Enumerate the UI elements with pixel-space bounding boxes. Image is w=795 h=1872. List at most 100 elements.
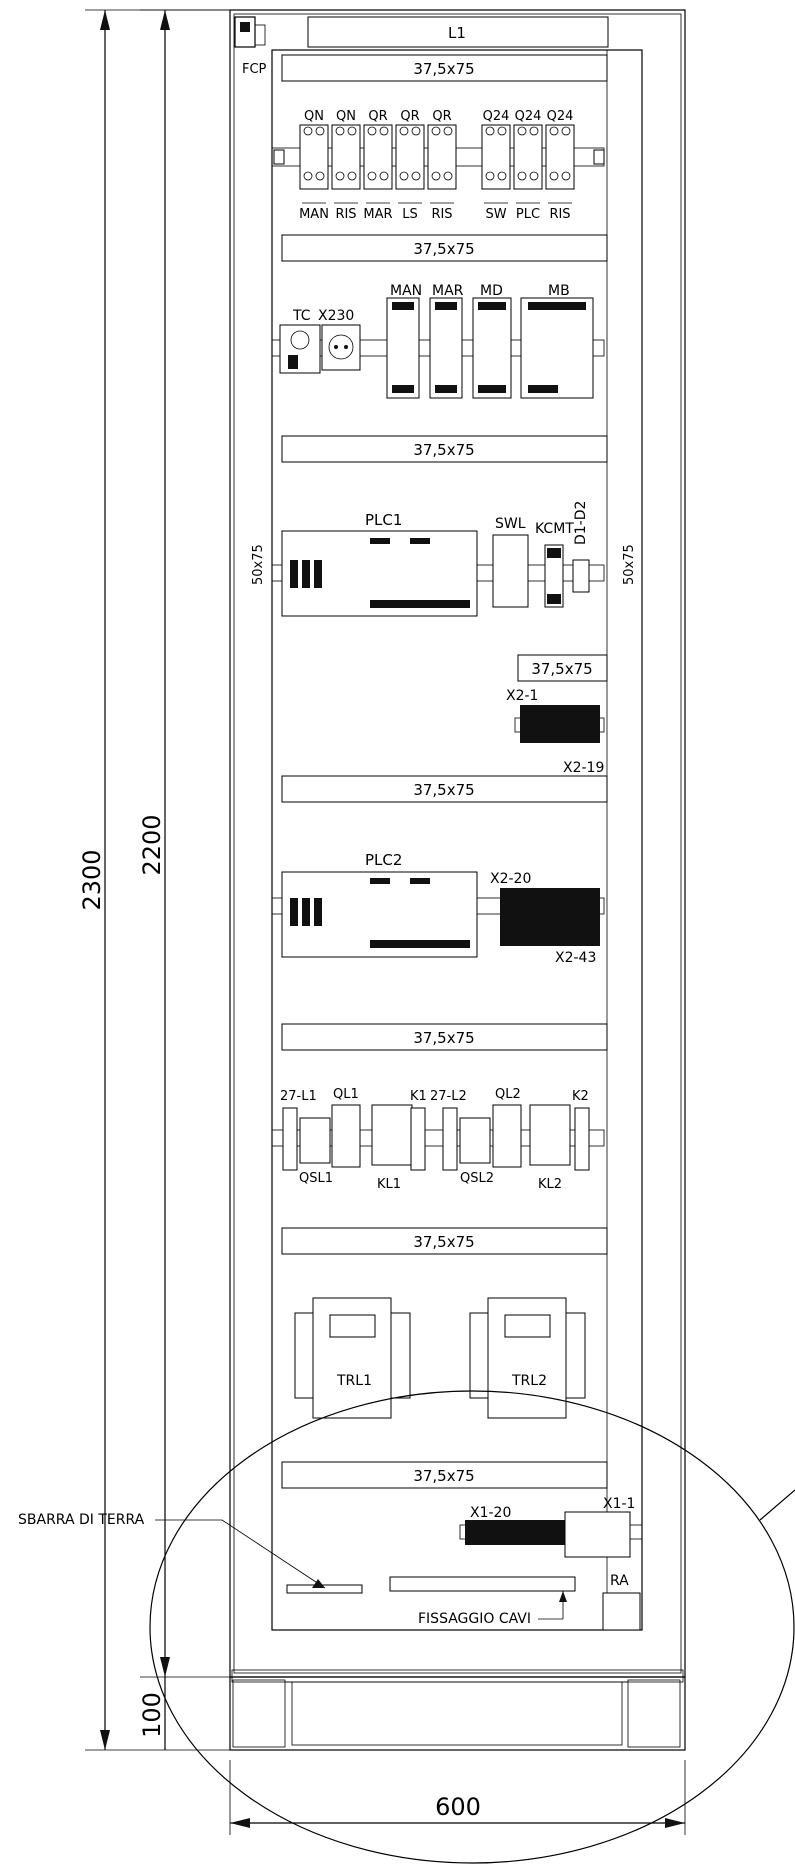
breaker-terminal (431, 171, 441, 181)
breaker-terminal (497, 126, 507, 136)
breaker-terminal (549, 126, 559, 136)
breaker-bottom-label: MAN (299, 207, 329, 222)
duct-label: 37,5x75 (413, 1029, 474, 1047)
ql1-label: QL1 (333, 1087, 359, 1102)
x2-20-label: X2-20 (490, 871, 531, 887)
breaker-terminal (485, 126, 495, 136)
breaker-module (331, 124, 361, 190)
row7-transformers: TRL1 TRL2 (294, 1297, 586, 1419)
duct-row-2: 37,5x75 (281, 234, 608, 262)
duct-top-l1: L1 (307, 16, 609, 48)
row4-terminals: X2-1 X2-19 (506, 688, 605, 776)
breaker-terminal (411, 126, 421, 136)
dimension-2300-label: 2300 (78, 849, 106, 910)
mar-psu-label: MAR (432, 283, 464, 299)
qsl1-label: QSL1 (299, 1171, 333, 1186)
breaker-bottom-label: MAR (363, 207, 392, 222)
swl-switch (492, 534, 529, 608)
man-psu-label: MAN (390, 283, 422, 299)
breaker-terminal (561, 171, 571, 181)
breaker-module (299, 124, 329, 190)
breaker-bottom-label: RIS (335, 207, 356, 222)
breaker-top-label: Q24 (515, 109, 542, 124)
breaker-bottom-label: LS (402, 207, 418, 222)
mb-psu (520, 297, 594, 399)
breaker-bottom-label: RIS (431, 207, 452, 222)
row8-devices: X1-20 X1-1 RA (286, 1496, 643, 1631)
x1-terminal-block (465, 1520, 565, 1545)
breaker-top-label: QN (336, 109, 356, 124)
breaker-terminal (367, 171, 377, 181)
dimension-600: 600 (229, 1760, 686, 1835)
x2-terminal-block-2 (500, 888, 600, 946)
breaker-terminal (399, 171, 409, 181)
x1-20-label: X1-20 (470, 1505, 511, 1521)
breaker-terminal (335, 171, 345, 181)
breaker-terminal (315, 171, 325, 181)
duct-row-8: 37,5x75 (281, 1461, 608, 1489)
earth-bar (286, 1584, 363, 1594)
breaker-terminal (411, 171, 421, 181)
k1-label: K1 (410, 1089, 427, 1104)
row2-devices: TC X230 MAN MAR MD MB (271, 283, 605, 399)
d1d2-diodes (572, 559, 590, 593)
breaker-module (395, 124, 425, 190)
breaker-bottom-label: RIS (549, 207, 570, 222)
breaker-terminal (443, 171, 453, 181)
row6-devices: 27-L1 QL1 K1 QSL1 KL1 27-L2 QL2 K2 QSL2 … (271, 1087, 605, 1192)
breaker-terminal (497, 171, 507, 181)
duct-label: 37,5x75 (413, 441, 474, 459)
x230-label: X230 (318, 308, 354, 324)
dimension-600-label: 600 (435, 1793, 481, 1821)
kl2-label: KL2 (538, 1177, 562, 1192)
x1-1-label: X1-1 (603, 1496, 635, 1512)
d1d2-label: D1-D2 (573, 501, 589, 545)
breaker-terminal (529, 126, 539, 136)
breaker-terminal (399, 126, 409, 136)
breaker-module (363, 124, 393, 190)
breaker-terminal (431, 126, 441, 136)
27-l2-label: 27-L2 (430, 1089, 467, 1104)
kcmt-device (544, 544, 564, 608)
breaker-terminal (315, 126, 325, 136)
breaker-terminal (443, 126, 453, 136)
duct-label: 37,5x75 (413, 60, 474, 78)
duct-label: 37,5x75 (413, 1233, 474, 1251)
duct-label: 37,5x75 (413, 781, 474, 799)
x2-terminal-block (520, 705, 600, 743)
mar-psu (429, 297, 463, 399)
duct-row-6: 37,5x75 (281, 1023, 608, 1051)
k2-label: K2 (572, 1089, 589, 1104)
breaker-row: QNMANQNRISQRMARQRLSQRRISQ24SWQ24PLCQ24RI… (271, 109, 605, 222)
annotation-earth-bar: SBARRA DI TERRA (18, 1512, 326, 1589)
md-psu (472, 297, 512, 399)
breaker-terminal (561, 126, 571, 136)
breaker-bottom-label: PLC (516, 207, 540, 222)
x2-19-label: X2-19 (563, 760, 604, 776)
breaker-bottom-label: SW (485, 207, 506, 222)
md-psu-label: MD (480, 283, 503, 299)
duct-row-5: 37,5x75 (281, 775, 608, 803)
dimension-100: 100 (138, 1677, 166, 1750)
row5-devices: PLC2 X2-20 X2-43 (271, 851, 605, 966)
annotation-cable-fixing: FISSAGGIO CAVI (418, 1591, 567, 1627)
breaker-top-label: QR (368, 109, 387, 124)
dimension-2300: 2300 (78, 9, 230, 1751)
breaker-terminal (529, 171, 539, 181)
breaker-terminal (303, 126, 313, 136)
breaker-terminal (485, 171, 495, 181)
duct-row-3: 37,5x75 (281, 435, 608, 463)
x230-socket (321, 324, 361, 371)
ql2-label: QL2 (495, 1087, 521, 1102)
breaker-top-label: QR (400, 109, 419, 124)
27-l1-label: 27-L1 (280, 1089, 317, 1104)
breaker-top-label: QN (304, 109, 324, 124)
breaker-terminal (347, 126, 357, 136)
dimension-2200-label: 2200 (138, 814, 166, 875)
x2-43-label: X2-43 (555, 950, 596, 966)
x2-1-label: X2-1 (506, 688, 538, 704)
breaker-module (513, 124, 543, 190)
man-psu (386, 297, 420, 399)
ra-device (602, 1592, 641, 1631)
